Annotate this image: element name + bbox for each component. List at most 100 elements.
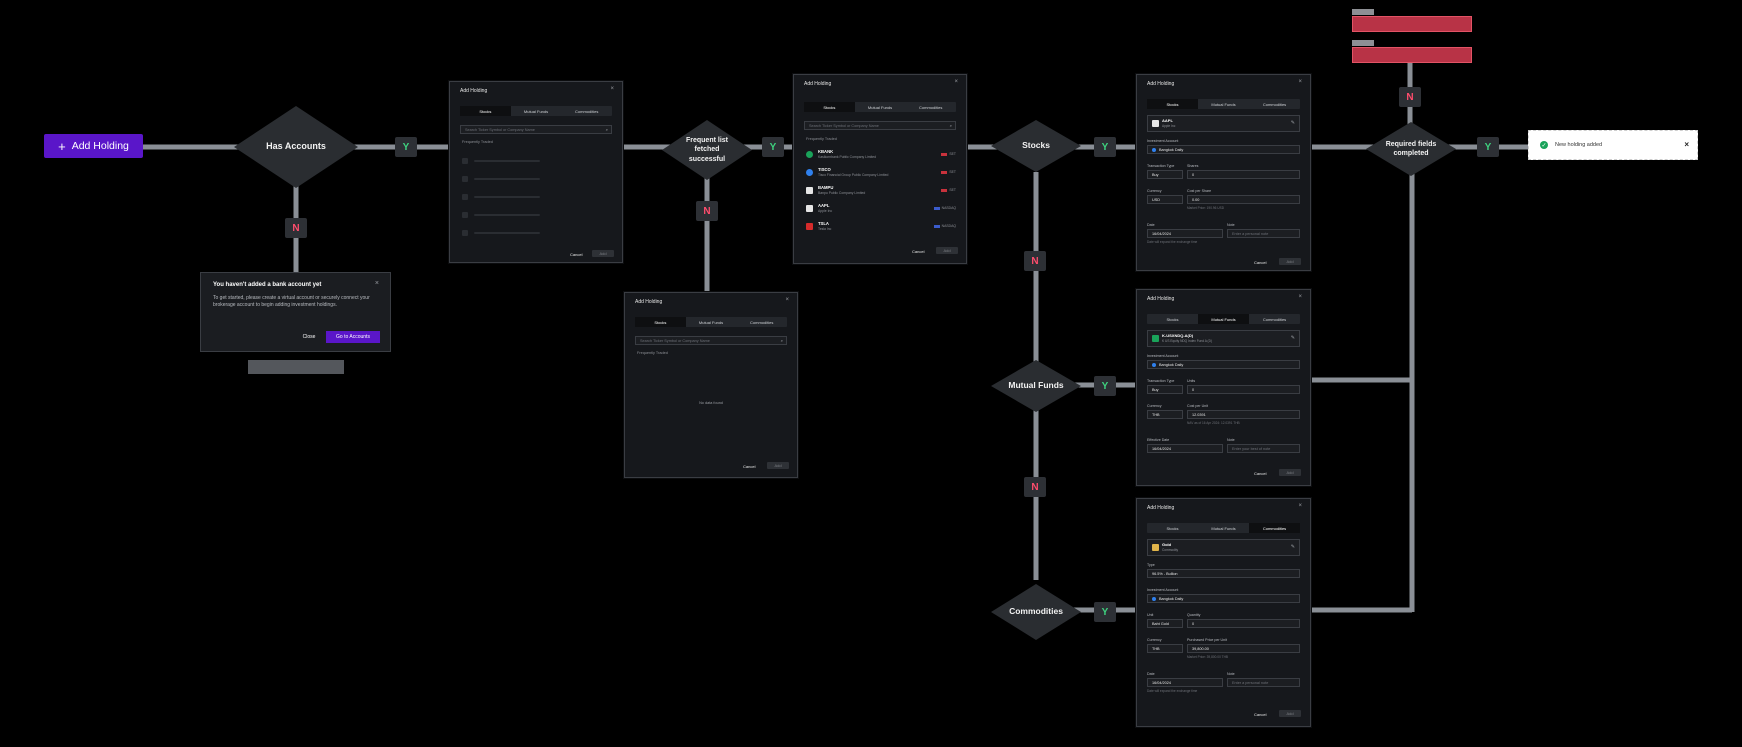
price-input[interactable]: 39,800.00 xyxy=(1187,644,1300,653)
add-button[interactable]: Add xyxy=(767,462,789,469)
currency-select[interactable]: USD xyxy=(1147,195,1183,204)
account-select[interactable]: Bangkok Daily xyxy=(1147,594,1300,603)
units-input[interactable]: 0 xyxy=(1187,385,1300,394)
selected-stock-card[interactable]: AAPL Apple Inc ✎ xyxy=(1147,115,1300,132)
search-input[interactable]: Search Ticker Symbol or Company Name ⌕ xyxy=(460,125,612,134)
skeleton-row xyxy=(462,212,540,218)
tab-stocks[interactable]: Stocks xyxy=(804,102,855,112)
search-input[interactable]: Search Ticker Symbol or Company Name ⌕ xyxy=(635,336,787,345)
add-button[interactable]: Add xyxy=(592,250,614,257)
error-message-bar xyxy=(1352,47,1472,63)
add-button[interactable]: Add xyxy=(1279,710,1301,717)
tx-type-select[interactable]: Buy xyxy=(1147,170,1183,179)
selected-commodity-card[interactable]: Gold Commodity ✎ xyxy=(1147,539,1300,556)
cost-input[interactable]: 0.00 xyxy=(1187,195,1300,204)
search-input[interactable]: Search Ticker Symbol or Company Name ⌕ xyxy=(804,121,956,130)
tab-mutual-funds[interactable]: Mutual Funds xyxy=(1211,101,1236,107)
close-icon[interactable]: × xyxy=(1298,79,1302,85)
add-button[interactable]: Add xyxy=(1279,469,1301,476)
close-icon[interactable]: × xyxy=(374,280,379,287)
tab-stocks[interactable]: Stocks xyxy=(460,106,511,116)
unit-select[interactable]: Baht Gold xyxy=(1147,619,1183,628)
edit-icon[interactable]: ✎ xyxy=(1290,544,1295,550)
add-holding-button[interactable]: + Add Holding xyxy=(44,134,143,158)
market-price-note: Market Price: 39,800.00 THB xyxy=(1187,655,1229,659)
quantity-input[interactable]: 0 xyxy=(1187,619,1300,628)
stock-list-item[interactable]: KBANK Kasikornbank Public Company Limite… xyxy=(806,148,956,162)
note-input[interactable]: Enter a personal note xyxy=(1227,229,1300,238)
tab-mutual-funds[interactable]: Mutual Funds xyxy=(523,108,549,114)
cancel-button[interactable]: Cancel xyxy=(570,252,583,257)
add-holding-modal-list: Add Holding × Stocks Mutual Funds Commod… xyxy=(793,74,967,264)
search-icon: ⌕ xyxy=(605,127,608,132)
date-input[interactable]: 16/04/2024 xyxy=(1147,444,1223,453)
dialog-body: To get started, please create a virtual … xyxy=(213,295,370,308)
tab-bar: Stocks Mutual Funds Commodities xyxy=(1147,523,1300,533)
note-input[interactable]: Enter a personal note xyxy=(1227,678,1300,687)
tab-stocks[interactable]: Stocks xyxy=(635,317,686,327)
flag-icon xyxy=(933,224,940,228)
date-input[interactable]: 16/04/2024 xyxy=(1147,678,1223,687)
cancel-button[interactable]: Cancel xyxy=(912,249,925,254)
account-select[interactable]: Bangkok Daily xyxy=(1147,145,1300,154)
tab-commodities[interactable]: Commodities xyxy=(1249,523,1300,533)
stock-name: Banpu Public Company Limited xyxy=(818,191,866,195)
close-icon[interactable]: × xyxy=(610,86,614,92)
cancel-button[interactable]: Cancel xyxy=(1254,712,1267,717)
cancel-button[interactable]: Cancel xyxy=(1254,260,1267,265)
no-badge: N xyxy=(696,201,718,221)
decision-label: Commodities xyxy=(1009,606,1063,617)
shares-input[interactable]: 0 xyxy=(1187,170,1300,179)
tx-type-label: Transaction Type xyxy=(1147,379,1175,383)
stock-name: Kasikornbank Public Company Limited xyxy=(818,155,877,159)
stock-list-item[interactable]: BAMPU Banpu Public Company Limited SET xyxy=(806,184,956,198)
close-icon[interactable]: × xyxy=(1298,503,1302,509)
tab-commodities[interactable]: Commodities xyxy=(1262,316,1287,322)
cancel-button[interactable]: Cancel xyxy=(743,464,756,469)
date-input[interactable]: 16/04/2024 xyxy=(1147,229,1223,238)
stock-ticker: TISCO xyxy=(818,167,831,172)
close-icon[interactable]: × xyxy=(785,297,789,303)
edit-icon[interactable]: ✎ xyxy=(1290,335,1295,341)
edit-icon[interactable]: ✎ xyxy=(1290,120,1295,126)
note-input[interactable]: Enter your best of note xyxy=(1227,444,1300,453)
tx-type-select[interactable]: Buy xyxy=(1147,385,1183,394)
tab-stocks[interactable]: Stocks xyxy=(1147,99,1198,109)
tab-mutual-funds[interactable]: Mutual Funds xyxy=(1198,314,1249,324)
stock-list-item[interactable]: AAPL Apple Inc NASDAQ xyxy=(806,202,956,216)
tab-mutual-funds[interactable]: Mutual Funds xyxy=(698,319,724,325)
tab-commodities[interactable]: Commodities xyxy=(575,108,599,114)
tab-commodities[interactable]: Commodities xyxy=(1262,101,1287,107)
tab-stocks[interactable]: Stocks xyxy=(1166,316,1179,322)
stock-list-item[interactable]: TISCO Tisco Financial Group Public Compa… xyxy=(806,166,956,180)
tab-commodities[interactable]: Commodities xyxy=(919,104,943,110)
quantity-label: Quantity xyxy=(1187,613,1201,617)
account-select[interactable]: Bangkok Daily xyxy=(1147,360,1300,369)
currency-label: Currency xyxy=(1147,638,1162,642)
gold-icon xyxy=(1152,544,1159,551)
close-icon[interactable]: × xyxy=(954,79,958,85)
tab-bar: Stocks Mutual Funds Commodities xyxy=(460,106,612,116)
selected-fund-card[interactable]: K-USXNDQ-A(D) K US Equity NDQ Index Fund… xyxy=(1147,330,1300,347)
close-icon[interactable]: × xyxy=(1684,140,1689,149)
stock-list-item[interactable]: TSLA Tesla Inc NASDAQ xyxy=(806,220,956,234)
cancel-button[interactable]: Cancel xyxy=(1254,471,1267,476)
tab-mutual-funds[interactable]: Mutual Funds xyxy=(867,104,893,110)
add-button[interactable]: Add xyxy=(1279,258,1301,265)
close-icon[interactable]: × xyxy=(1298,294,1302,300)
currency-select[interactable]: THB xyxy=(1147,644,1183,653)
stock-market: SET xyxy=(941,152,956,156)
cost-label: Cost per Unit xyxy=(1187,404,1208,408)
tab-mutual-funds[interactable]: Mutual Funds xyxy=(1211,525,1236,531)
tab-commodities[interactable]: Commodities xyxy=(750,319,774,325)
diamond-shape xyxy=(991,360,1081,412)
go-to-accounts-button[interactable]: Go to Accounts xyxy=(326,331,380,343)
close-button[interactable]: Close xyxy=(302,334,316,340)
note-label: Note xyxy=(1227,223,1235,227)
type-select[interactable]: 96.5% - Bullion xyxy=(1147,569,1300,578)
add-button[interactable]: Add xyxy=(936,247,958,254)
currency-select[interactable]: THB xyxy=(1147,410,1183,419)
stock-market: NASDAQ xyxy=(933,224,956,228)
cost-input[interactable]: 12.0391 xyxy=(1187,410,1300,419)
tab-stocks[interactable]: Stocks xyxy=(1166,525,1179,531)
